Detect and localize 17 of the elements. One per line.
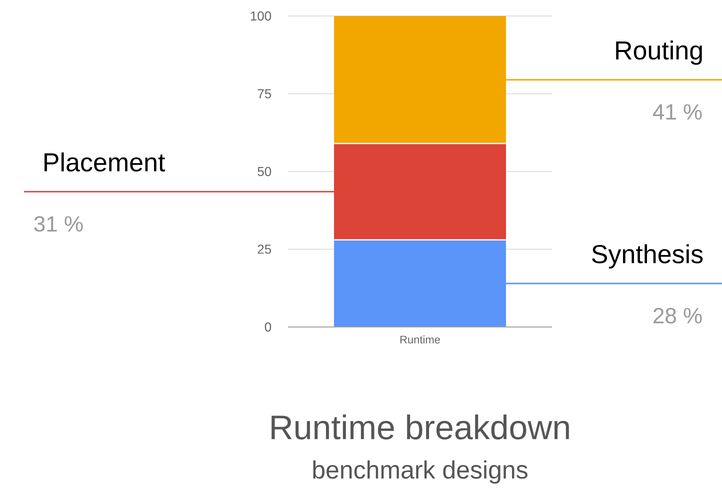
chart-title: Runtime breakdown <box>272 414 569 440</box>
tick-label: 75 <box>258 89 272 98</box>
chart-caption: benchmark designs <box>313 460 528 484</box>
callout-label: Routing <box>616 40 702 65</box>
leader-line <box>506 282 722 284</box>
callout-label: Synthesis <box>592 244 703 268</box>
category-label: Runtime <box>400 335 440 344</box>
tick-label: 100 <box>250 11 272 21</box>
tick-label: 0 <box>264 322 272 332</box>
leader-line <box>24 191 334 192</box>
percent-label: 31 % <box>34 216 83 232</box>
percent-label: 28 % <box>654 308 702 324</box>
tick-label: 25 <box>258 244 272 254</box>
leader-line <box>506 79 722 80</box>
callout-label: Placement <box>44 152 166 172</box>
percent-label: 41 % <box>652 104 702 120</box>
tick-label: 50 <box>258 166 272 176</box>
